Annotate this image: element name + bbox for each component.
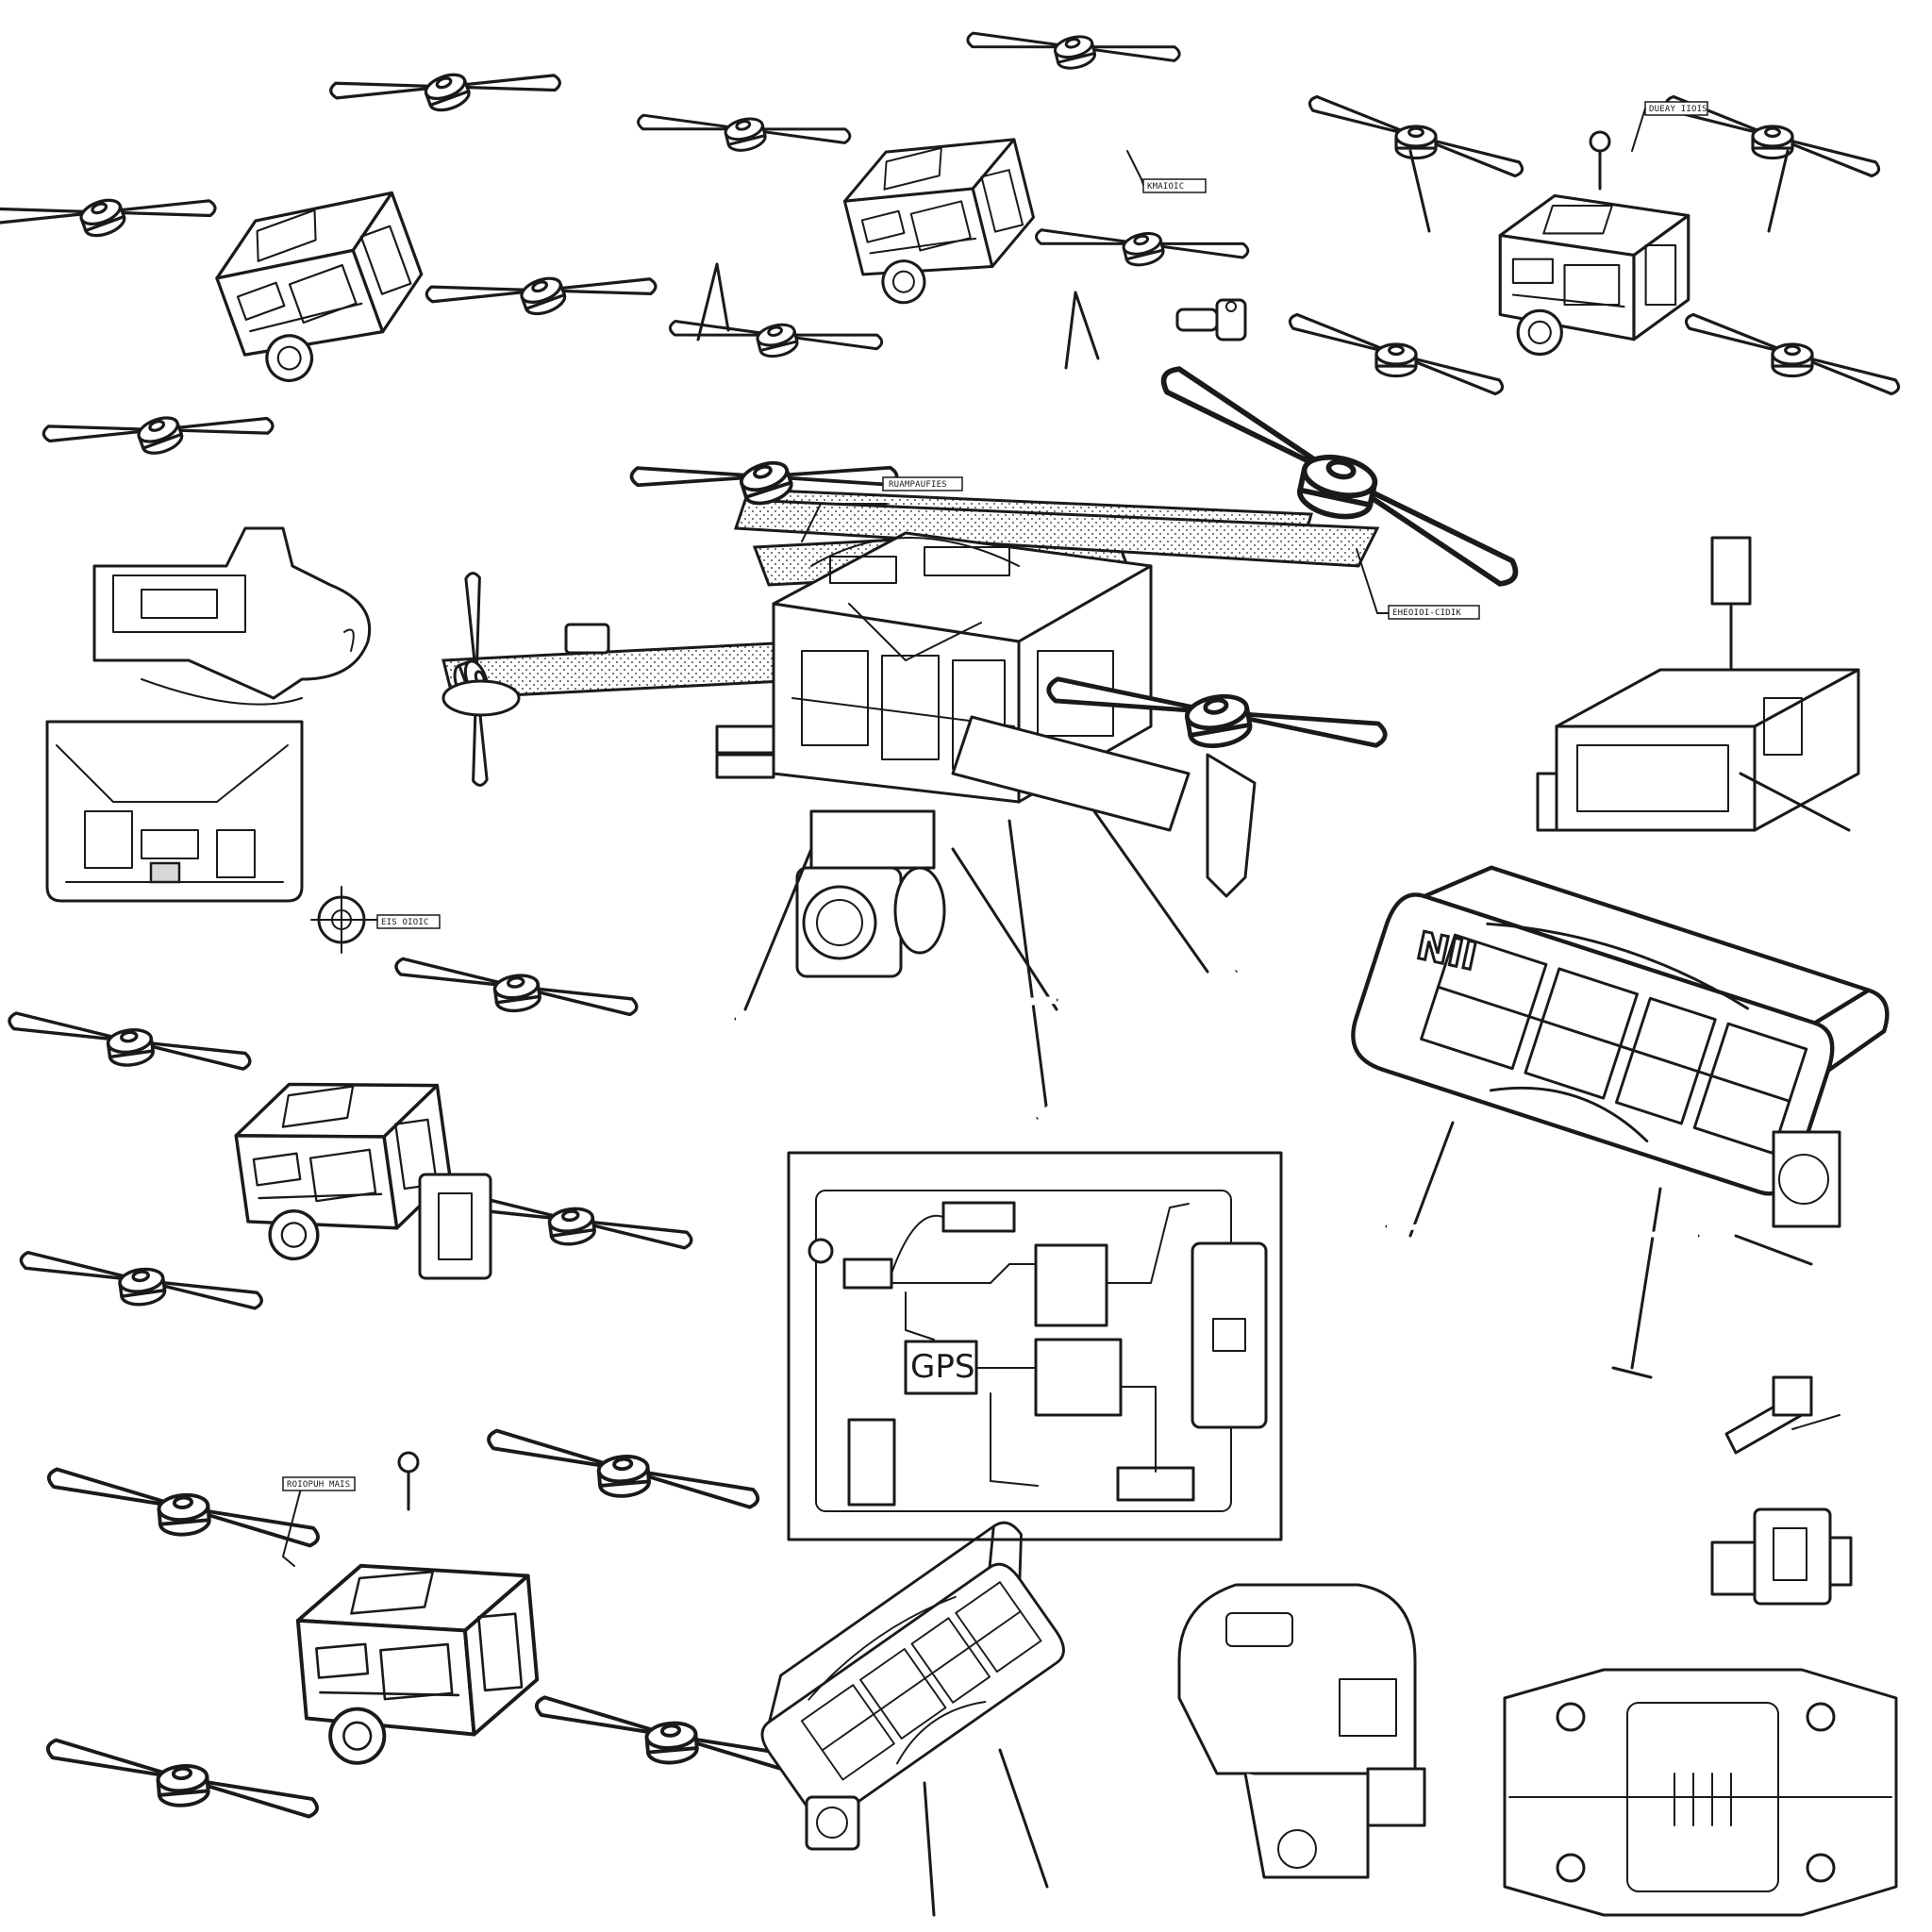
svg-text:ROIOPUH MAIS: ROIOPUH MAIS (287, 1480, 350, 1490)
hexacopter-drone-center (405, 366, 1542, 1122)
enclosed-drone-bottom (735, 1514, 1095, 1917)
callout-roiopuh-mais: ROIOPUH MAIS (282, 1476, 356, 1491)
svg-text:DUEAY IIOIS: DUEAY IIOIS (1649, 105, 1707, 114)
gimbal-camera-icon (1710, 1507, 1853, 1606)
callout-dueay-iiois: DUEAY IIOIS (1631, 101, 1708, 152)
callout-eheoioi-cidik: EHEOIOI-CIDIK (1388, 605, 1480, 620)
quadcopter-drone-left-mid (0, 924, 692, 1340)
gimbal-bracket-part (92, 526, 372, 706)
svg-text:RUAMPAUFIES: RUAMPAUFIES (889, 480, 947, 490)
svg-text:KMAIOIC: KMAIOIC (1147, 182, 1184, 192)
callout-kmaioic: KMAIOIC (1142, 178, 1207, 193)
svg-text:EHEOIOI-CIDIK: EHEOIOI-CIDIK (1392, 608, 1461, 618)
callout-eis-oioic: EIS OIOIC (376, 914, 441, 929)
quadcopter-drone-top-right (1290, 97, 1898, 394)
motor-mount-part (1724, 1375, 1840, 1455)
frame-plate (1503, 1668, 1898, 1917)
svg-text:EIS OIOIC: EIS OIOIC (381, 918, 429, 927)
flight-battery-module (1536, 536, 1860, 832)
drone-shell-housing (1177, 1583, 1426, 1879)
connector-part (1175, 298, 1247, 341)
circuit-board-panel (45, 720, 304, 903)
circuit-schematic-icon: GPS (787, 1151, 1283, 1541)
callout-ruampaufies: RUAMPAUFIES (882, 476, 963, 491)
quadcopter-drone-top-left (0, 4, 658, 505)
gps-module-label: GPS (910, 1348, 974, 1386)
enclosed-drone-right: NII (1343, 842, 1894, 1379)
antenna-icon (310, 886, 378, 954)
quadcopter-drone-top-center (619, 0, 1250, 396)
quadcopter-drone-bottom-left (24, 1407, 807, 1839)
